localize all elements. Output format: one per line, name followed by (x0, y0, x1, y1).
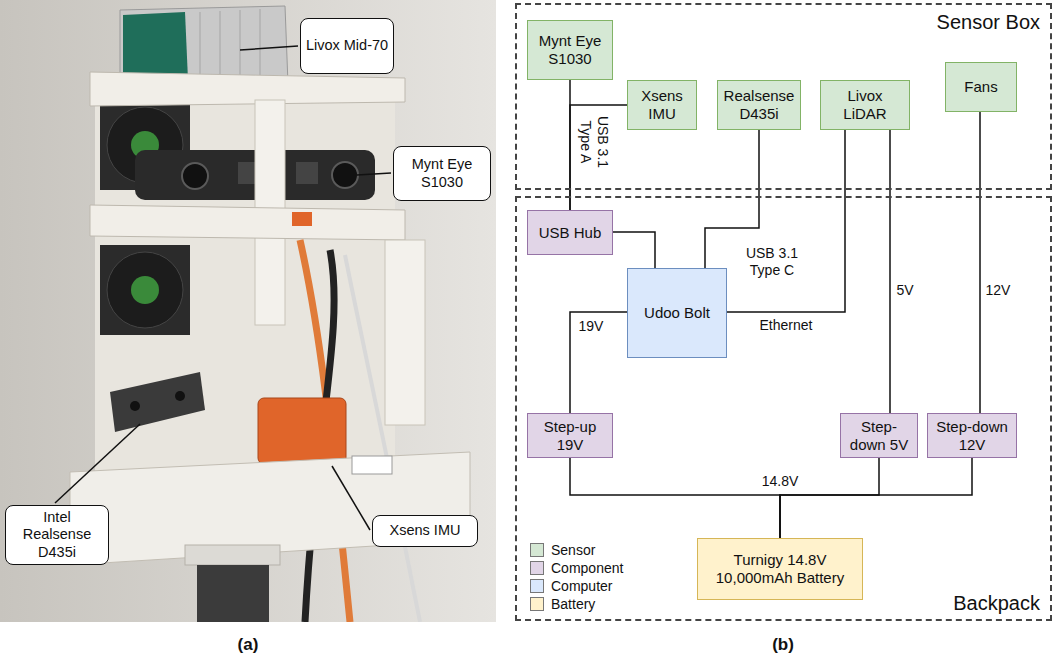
connector (613, 232, 655, 268)
sensor-box: Fans (945, 62, 1017, 112)
legend-row: Battery (530, 595, 623, 613)
connector (570, 105, 627, 210)
component-box: Step-down 5V (840, 413, 918, 458)
region-title: Sensor Box (937, 11, 1040, 34)
callout-label: Mynt Eye S1030 (393, 146, 491, 201)
legend-text: Sensor (551, 542, 595, 558)
connector (570, 312, 627, 413)
component-box: Step-down 12V (927, 413, 1017, 458)
panel-label: (a) (238, 635, 259, 655)
legend-swatch (530, 579, 544, 593)
legend-row: Component (530, 559, 623, 577)
node-text: Intel Realsense D435i (10, 509, 104, 561)
connector (979, 112, 981, 413)
legend-text: Battery (551, 596, 595, 612)
callout-label: Livox Mid-70 (300, 18, 394, 74)
component-box: Step-up 19V (527, 413, 613, 458)
connector (780, 458, 972, 538)
connector-label: 19V (577, 318, 606, 335)
node-text: USB Hub (539, 224, 602, 242)
node-text: Step-down 5V (845, 418, 913, 454)
node-text: Livox Mid-70 (306, 37, 388, 54)
connector-label: 14.8V (760, 473, 801, 490)
legend-swatch (530, 597, 544, 611)
callout-label: Xsens IMU (372, 515, 478, 547)
legend-row: Sensor (530, 541, 623, 559)
sensor-box: Mynt Eye S1030 (527, 20, 613, 80)
connector (727, 130, 845, 312)
legend-row: Computer (530, 577, 623, 595)
sensor-box: Xsens IMU (627, 80, 697, 130)
sensor-box: Realsense D435i (717, 80, 801, 130)
node-text: Mynt Eye S1030 (398, 156, 486, 191)
computer-box: Udoo Bolt (627, 268, 727, 358)
node-text: Step-up 19V (532, 418, 608, 454)
sensor-box: Livox LiDAR (820, 80, 910, 130)
legend-text: Component (551, 560, 623, 576)
connector (889, 130, 891, 413)
legend-swatch (530, 543, 544, 557)
legend: SensorComponentComputerBattery (530, 541, 623, 613)
callout-label: Intel Realsense D435i (5, 505, 109, 565)
node-text: Turnigy 14.8V 10,000mAh Battery (702, 551, 858, 587)
connector-label: 12V (984, 282, 1013, 299)
leader-lines (55, 46, 391, 530)
node-text: Livox LiDAR (825, 87, 905, 123)
node-text: Fans (964, 78, 997, 96)
node-text: Udoo Bolt (644, 304, 710, 322)
connector-label: USB 3.1 Type A (577, 109, 611, 175)
node-text: Xsens IMU (632, 87, 692, 123)
node-text: Mynt Eye S1030 (532, 32, 608, 68)
node-text: Realsense D435i (722, 87, 796, 123)
connector (570, 458, 780, 538)
connector-label: USB 3.1 Type C (739, 245, 805, 279)
component-box: USB Hub (527, 210, 613, 255)
battery-box: Turnigy 14.8V 10,000mAh Battery (697, 538, 863, 600)
region-title: Backpack (953, 592, 1040, 615)
node-text: Step-down 12V (932, 418, 1012, 454)
node-text: Xsens IMU (390, 522, 461, 539)
panel-label: (b) (772, 635, 794, 655)
connector (780, 458, 879, 538)
legend-text: Computer (551, 578, 612, 594)
legend-swatch (530, 561, 544, 575)
connector-label: Ethernet (758, 317, 815, 334)
connector-label: 5V (894, 282, 915, 299)
